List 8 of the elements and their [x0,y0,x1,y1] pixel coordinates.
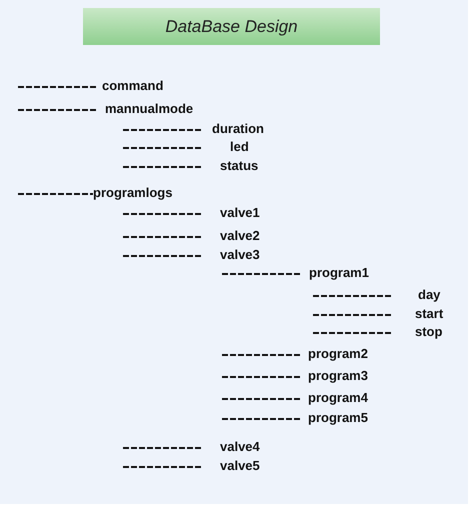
tree-item: program5 [222,410,368,426]
tree-item: program2 [222,346,368,362]
tree-item: programlogs [18,185,172,201]
title-banner: DataBase Design [83,8,380,45]
tree-item: day [313,287,440,303]
tree-item: program1 [222,265,369,281]
tree-item: program4 [222,390,368,406]
tree-item: program3 [222,368,368,384]
